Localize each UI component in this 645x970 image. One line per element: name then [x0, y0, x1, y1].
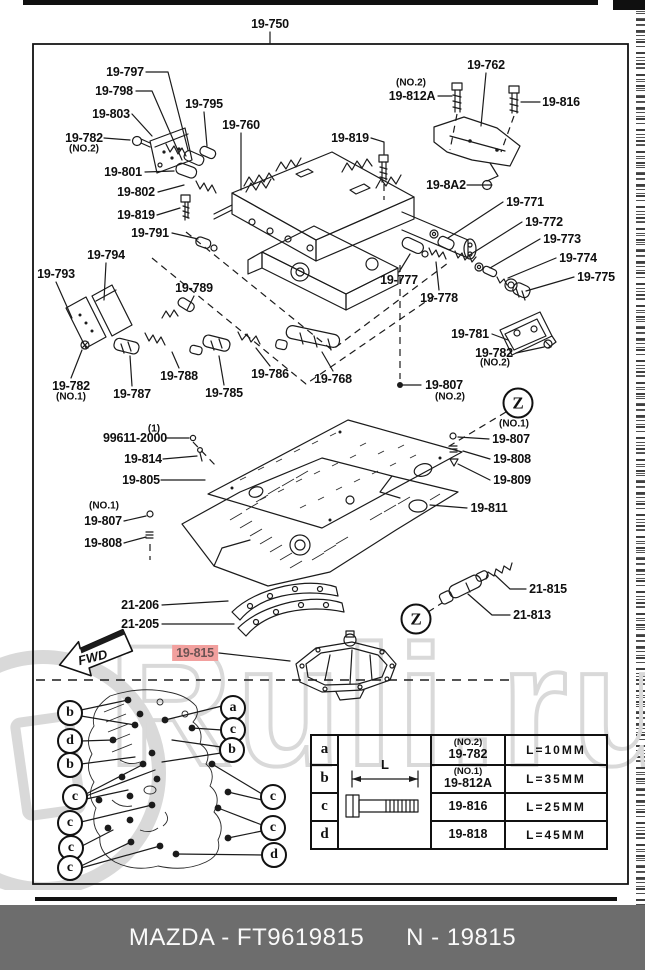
footer-catalog-number: N - 19815 — [406, 923, 517, 951]
highlighted-part-label[interactable]: 19-815 — [172, 645, 218, 661]
dimension-label: L — [381, 757, 389, 772]
top-right-bracket-art — [379, 83, 520, 190]
lower-valve-body-art — [182, 458, 458, 586]
bolt-location-pan-art — [81, 690, 263, 869]
screw-dimension-drawing: L — [339, 736, 432, 848]
table-row-part: 19-818 — [432, 820, 506, 848]
table-row-note: (NO.2) — [453, 737, 483, 749]
gasket-plates-art — [232, 583, 344, 636]
table-row-note: (NO.1) — [453, 766, 483, 778]
table-row-part: 19-816 — [432, 792, 506, 820]
table-row-length: L=25MM — [506, 792, 606, 820]
scan-artifact-corner-block — [613, 0, 645, 10]
table-row-part: (NO.2)19-782 — [432, 736, 506, 764]
cover-19-815-art — [296, 631, 396, 700]
bolt-dots — [95, 696, 232, 858]
scan-artifact-top-bar — [23, 0, 598, 5]
table-row-length: L=35MM — [506, 764, 606, 792]
footer-divider-line — [35, 897, 617, 901]
diagram-border — [33, 44, 628, 884]
middle-valves-art — [113, 296, 341, 355]
upper-left-parts-art — [133, 128, 218, 251]
scan-artifact-right-noise — [636, 8, 645, 905]
separator-plate-art — [208, 420, 462, 528]
right-parts-art — [400, 230, 556, 355]
table-row-letter: c — [312, 792, 339, 820]
table-row-letter: b — [312, 764, 339, 792]
fwd-arrow: FWD — [55, 629, 136, 683]
table-row-letter: d — [312, 820, 339, 848]
footer-part-code: MAZDA - FT9619815 — [128, 923, 365, 951]
table-row-length: L=45MM — [506, 820, 606, 848]
table-row-length: L=10MM — [526, 742, 586, 757]
main-valve-body-art — [214, 152, 476, 310]
plates-793-794-art — [66, 285, 132, 349]
leader-lines — [56, 72, 574, 661]
accumulator-art — [438, 563, 512, 605]
table-row-part: (NO.1)19-812A — [432, 764, 506, 792]
table-row-letter: a — [312, 736, 339, 764]
footer-bar: MAZDA - FT9619815 N - 19815 — [0, 905, 645, 970]
